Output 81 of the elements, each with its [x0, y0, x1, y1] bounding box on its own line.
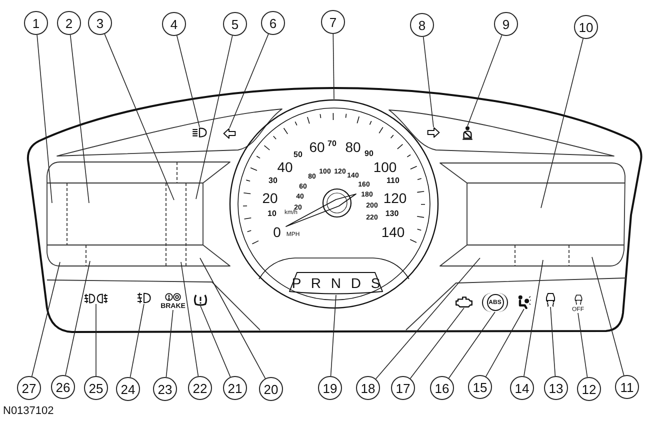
callout-number: 6	[261, 11, 285, 35]
callout-number: 15	[468, 375, 492, 399]
callout-number: 25	[84, 376, 108, 400]
callout-number: 18	[356, 376, 380, 400]
abs-warning-lamp	[482, 293, 508, 312]
left-arrow-icon	[223, 128, 236, 139]
callout-number: 13	[544, 376, 568, 400]
callout-number: 19	[318, 376, 342, 400]
leader-line	[422, 36, 434, 128]
leader-line	[229, 34, 269, 128]
figure-number: N0137102	[3, 406, 54, 417]
headlight-icon	[192, 127, 207, 138]
mph-scale-number: 70	[328, 140, 336, 148]
callout-number: 4	[162, 12, 186, 36]
callout-number: 1	[24, 11, 48, 35]
callout-number: 8	[410, 13, 434, 37]
mph-scale-number: 30	[268, 177, 278, 185]
leader-line	[196, 35, 233, 200]
leader-line	[36, 34, 52, 204]
callout-number: 23	[153, 377, 177, 401]
mph-scale-number: 120	[383, 191, 407, 205]
mph-scale-number: 10	[268, 210, 276, 218]
callout-number: 22	[188, 376, 212, 400]
mph-scale-number: 0	[273, 225, 281, 239]
mph-scale-number: 90	[364, 150, 374, 158]
leader-line	[31, 262, 60, 377]
mph-scale-number: 130	[385, 210, 399, 218]
callout-number: 5	[223, 12, 247, 36]
leader-line	[65, 260, 90, 376]
skidding-car-icon	[545, 292, 556, 307]
leader-line	[410, 308, 464, 379]
leader-line	[180, 262, 199, 377]
leader-line	[540, 38, 584, 208]
airbag-icon	[517, 295, 531, 309]
callout-number: 2	[57, 11, 81, 35]
gear-selector-display	[288, 271, 384, 295]
leader-line	[375, 258, 480, 380]
mph-scale-number: 40	[277, 160, 293, 174]
leader-line	[448, 312, 496, 379]
mph-scale-number: 100	[373, 160, 397, 174]
leader-line	[524, 260, 544, 377]
leader-line	[330, 294, 336, 376]
callout-number: 26	[51, 375, 75, 399]
callout-number: 14	[510, 376, 534, 400]
callout-number: 17	[391, 376, 415, 400]
leader-line	[467, 34, 502, 126]
leader-line	[592, 256, 624, 376]
callout-number: 11	[615, 375, 639, 399]
leader-line	[166, 310, 174, 378]
mph-scale-number: 140	[381, 225, 405, 239]
right-arrow-icon	[427, 127, 440, 138]
callout-number: 27	[17, 376, 41, 400]
leader-line	[200, 258, 266, 379]
mph-scale-number: 60	[309, 140, 325, 154]
callout-number: 20	[259, 377, 283, 401]
leader-line	[176, 35, 200, 128]
fog-lights-icon	[84, 293, 108, 304]
mph-scale-number: 80	[345, 140, 361, 154]
mph-scale-number: 20	[262, 191, 278, 205]
leader-line	[104, 34, 174, 200]
callout-number: 16	[430, 376, 454, 400]
tire-warning-icon	[193, 294, 208, 306]
leader-line	[70, 34, 90, 204]
mph-scale-number: 50	[294, 151, 302, 159]
leader-line	[486, 308, 524, 377]
leader-line	[550, 306, 556, 376]
engine-icon	[455, 296, 473, 308]
leader-line	[332, 34, 334, 100]
fog-light-icon	[137, 292, 151, 304]
callout-number: 3	[88, 11, 112, 35]
callout-number: 9	[494, 12, 518, 36]
leader-line	[200, 306, 231, 378]
seatbelt-icon	[462, 126, 473, 140]
leader-line	[578, 312, 588, 378]
callout-number: 10	[574, 15, 598, 39]
callout-number: 7	[321, 10, 345, 34]
callout-number: 24	[116, 377, 140, 401]
callout-number: 12	[577, 377, 601, 401]
callout-number: 21	[223, 376, 247, 400]
leader-line	[130, 304, 144, 378]
mph-scale-number: 110	[386, 177, 400, 185]
